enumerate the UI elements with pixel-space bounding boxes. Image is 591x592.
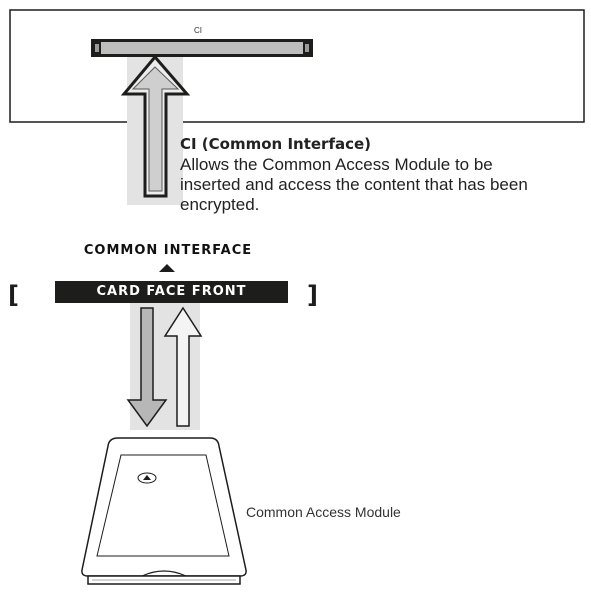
insert-down-arrow-icon — [126, 307, 168, 428]
ci-slot — [91, 39, 313, 57]
left-bracket-icon: [ — [8, 281, 19, 309]
ci-slot-label: CI — [194, 26, 202, 35]
description-body: Allows the Common Access Module to be in… — [180, 155, 585, 215]
tv-panel-outline — [9, 9, 585, 123]
eject-symbol-triangle-icon — [143, 475, 151, 480]
description-line: encrypted. — [180, 195, 260, 214]
insert-up-arrow-inner-icon — [131, 66, 180, 192]
eject-up-arrow-icon — [163, 306, 203, 427]
description-line: inserted and access the content that has… — [180, 175, 528, 194]
card-face-front-label: CARD FACE FRONT — [55, 281, 288, 303]
common-access-module-label: Common Access Module — [246, 504, 401, 520]
common-access-module-card — [81, 437, 247, 585]
common-interface-label: COMMON INTERFACE — [83, 243, 253, 258]
description-title: CI (Common Interface) — [180, 135, 372, 153]
pointer-triangle-icon — [159, 264, 175, 272]
ci-description: CI (Common Interface) Allows the Common … — [180, 135, 585, 215]
description-line: Allows the Common Access Module to be — [180, 155, 493, 174]
right-bracket-icon: ] — [307, 281, 318, 309]
